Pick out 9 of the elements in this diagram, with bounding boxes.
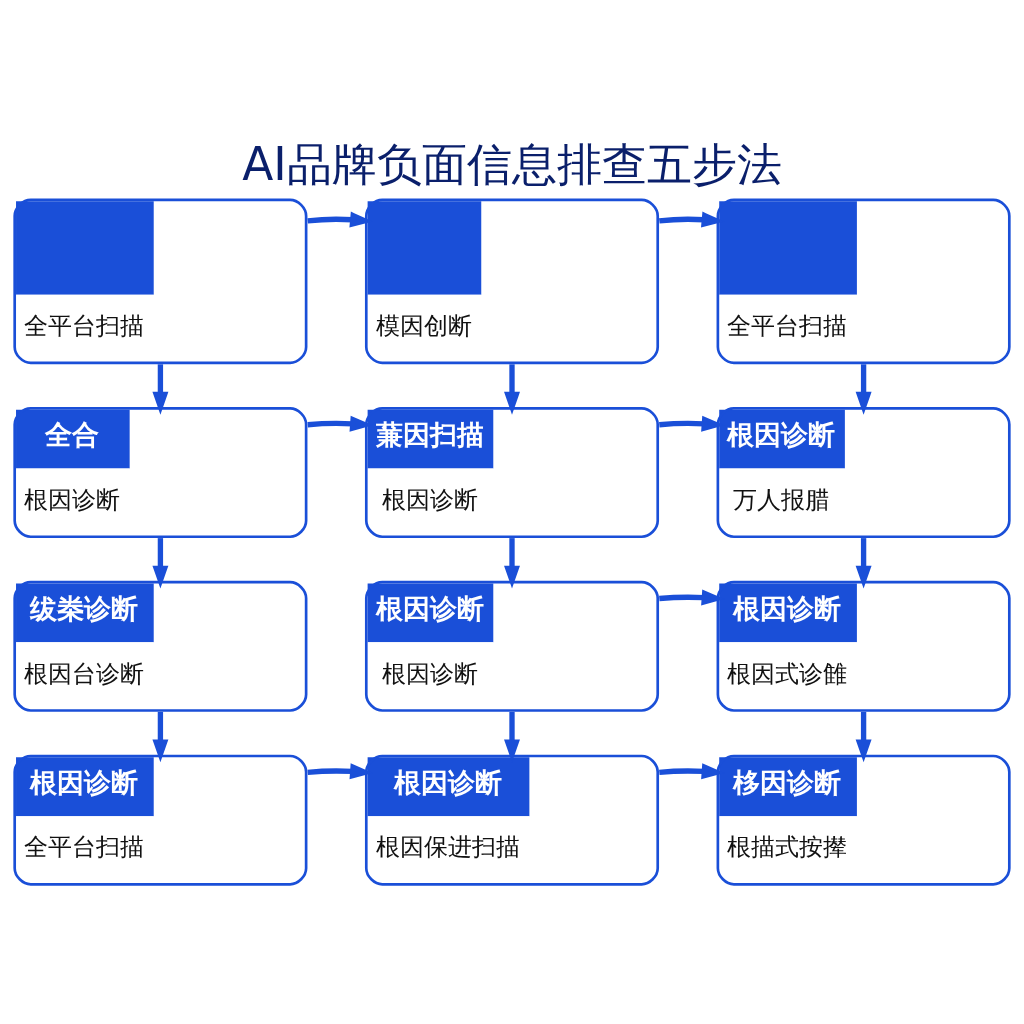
arrow <box>152 538 169 589</box>
diagram-title: AI品牌负面信息排查五步法 <box>242 138 782 192</box>
arrow <box>855 711 872 763</box>
arrow <box>504 538 520 589</box>
arrow <box>152 711 169 763</box>
arrow <box>504 364 520 415</box>
arrow <box>855 364 872 415</box>
arrow <box>152 364 169 415</box>
arrow <box>855 538 872 589</box>
